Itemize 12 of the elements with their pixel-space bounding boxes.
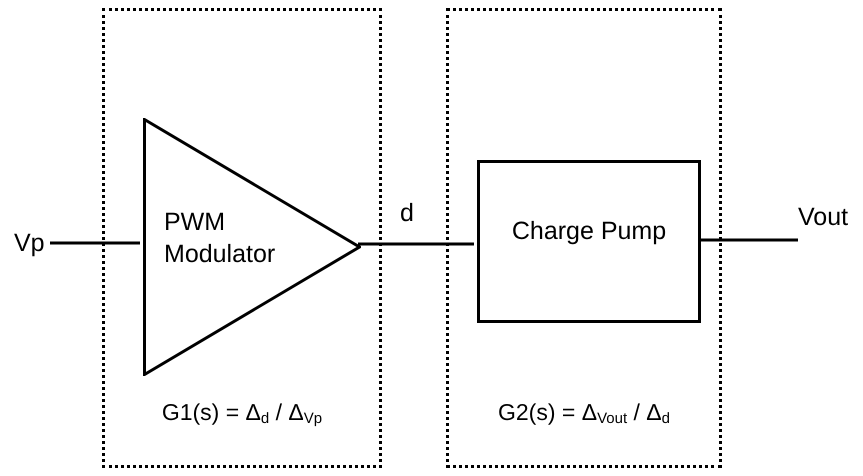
signal-wire [358,242,474,246]
amplifier-triangle [143,118,361,376]
signal-label: Vout [798,200,860,234]
dashed-group-box [446,8,722,468]
block-label: Charge Pump [512,216,666,247]
dashed-group-box [102,8,382,468]
signal-label: Vp [14,226,50,260]
process-box [477,160,701,323]
signal-wire [50,242,140,244]
transfer-function: G2(s) = Δ$_{Vout}$ / Δ$_{d}$ [498,398,670,429]
block-label: PWM Modulator [164,207,276,270]
transfer-function: G1(s) = Δ$_{d}$ / Δ$_{Vp}$ [162,398,322,429]
